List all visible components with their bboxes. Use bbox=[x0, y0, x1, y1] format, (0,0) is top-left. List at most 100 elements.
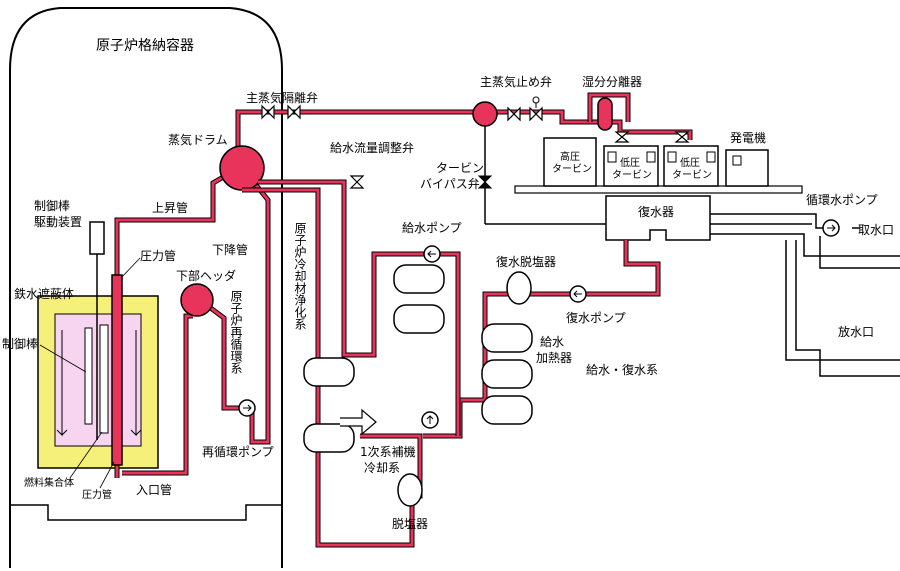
lp-turbine-a-box-2 bbox=[646, 151, 656, 163]
circulating-water-line-2 bbox=[710, 233, 900, 257]
main-steam-stop-valve-2 bbox=[529, 106, 543, 122]
pressure-tube bbox=[111, 274, 123, 466]
feedwater-pump-arrow bbox=[427, 250, 436, 258]
label-containment: 原子炉格納容器 bbox=[96, 37, 194, 54]
label-discharge: 放水口 bbox=[838, 324, 874, 339]
label-generator: 発電機 bbox=[730, 130, 766, 145]
steam-to-moisture-separator-fill bbox=[588, 93, 630, 122]
main-steam-line-fill bbox=[236, 110, 692, 153]
label-iron-water-shield: 鉄水遮蔽体 bbox=[14, 286, 74, 301]
label-lp-turbine-b-1: 低圧 bbox=[680, 156, 700, 169]
intake-channel bbox=[819, 236, 900, 269]
label-condenser: 復水器 bbox=[638, 204, 674, 219]
label-control-rod: 制御棒 bbox=[2, 336, 38, 351]
label-condensate-pump: 復水ポンプ bbox=[566, 310, 626, 325]
lp-turbine-a-box-1 bbox=[607, 151, 617, 163]
feedwater-heaters bbox=[481, 323, 533, 425]
label-primary-aux-cooling-1: 1次系補機 bbox=[360, 444, 416, 459]
label-steam-drum: 蒸気ドラム bbox=[168, 132, 228, 147]
lp-turbine-a-valve bbox=[614, 131, 630, 143]
downcomer-pipe-fill bbox=[207, 179, 270, 444]
label-condensate-demineralizer: 復水脱塩器 bbox=[496, 254, 556, 269]
label-fuel-assembly: 燃料集合体 bbox=[24, 476, 74, 489]
label-riser: 上昇管 bbox=[152, 200, 188, 215]
lower-header bbox=[180, 283, 214, 317]
feedwater-flow-control-valve bbox=[349, 175, 365, 189]
leader-fuel-assembly bbox=[69, 431, 103, 479]
label-feedwater-heater-2: 加熱器 bbox=[536, 351, 572, 365]
moisture-separator bbox=[597, 97, 613, 131]
circulating-water-line-3 bbox=[710, 223, 860, 229]
cleanup-line-fill bbox=[242, 188, 422, 547]
condenser bbox=[605, 195, 711, 241]
label-moisture-separator: 湿分分離器 bbox=[582, 74, 642, 89]
label-hp-turbine-1: 高圧 bbox=[560, 150, 580, 163]
feedwater-heater-3 bbox=[481, 395, 533, 425]
label-turbine-bypass-valve-2: バイパス弁 bbox=[420, 176, 480, 191]
main-steam-stop-drum bbox=[472, 101, 498, 127]
label-lp-turbine-b-2: タービン bbox=[672, 169, 712, 181]
label-feedwater-pump: 給水ポンプ bbox=[402, 221, 462, 235]
label-feedwater-condensate-system: 給水・復水系 bbox=[586, 362, 658, 377]
condensate-demineralizer bbox=[506, 271, 532, 305]
aux-cooling-arrow bbox=[340, 408, 377, 436]
stop-valve-actuator bbox=[532, 96, 540, 104]
lp-turbine-b-valve bbox=[674, 131, 690, 143]
label-lower-header: 下部ヘッダ bbox=[176, 268, 236, 283]
feedwater-pump-2 bbox=[393, 304, 445, 334]
feedwater-line-fill bbox=[258, 180, 460, 436]
label-feedwater-flow-control-valve: 給水流量調整弁 bbox=[330, 140, 414, 155]
core-flow-arrow-right bbox=[130, 330, 142, 437]
leader-control-rod bbox=[39, 344, 87, 373]
label-control-rod-drive-2: 駆動装置 bbox=[34, 215, 82, 229]
leader-pressure-tube-upper bbox=[120, 257, 141, 279]
cleanup-heat-exchanger-1 bbox=[303, 357, 355, 387]
steam-drum bbox=[219, 145, 265, 191]
demineralizer bbox=[397, 473, 423, 507]
containment-base bbox=[10, 504, 282, 521]
turbine-platform bbox=[514, 185, 803, 194]
label-lp-turbine-a-2: タービン bbox=[612, 169, 652, 181]
feedwater-heater-1 bbox=[481, 323, 533, 353]
leader-pressure-tube-lower bbox=[99, 461, 115, 489]
label-primary-aux-cooling-2: 冷却系 bbox=[364, 461, 400, 475]
generator-window bbox=[732, 155, 742, 166]
feedwater-heater-2 bbox=[481, 359, 533, 389]
label-hp-turbine-2: タービン bbox=[552, 163, 592, 175]
label-control-rod-drive-1: 制御棒 bbox=[34, 198, 70, 213]
label-recirculation-system: 原子炉再循環系 bbox=[229, 290, 243, 374]
label-recirculation-pump: 再循環ポンプ bbox=[202, 445, 274, 459]
generator bbox=[725, 149, 769, 187]
turbine-bypass-valve bbox=[477, 175, 493, 189]
lp-turbine-b-box-2 bbox=[706, 151, 716, 163]
label-pressure-tube-upper: 圧力管 bbox=[140, 248, 176, 263]
label-downcomer: 下降管 bbox=[212, 242, 248, 257]
fuel-assembly-element bbox=[99, 324, 109, 434]
main-steam-isolation-valve-1 bbox=[261, 104, 275, 120]
cleanup-pump-arrow bbox=[426, 415, 434, 424]
core-flow-arrow-left bbox=[56, 330, 68, 437]
cleanup-heat-exchanger-2 bbox=[303, 423, 355, 453]
label-main-steam-stop-valve: 主蒸気止め弁 bbox=[480, 74, 552, 89]
containment-vessel bbox=[9, 7, 283, 568]
control-rod-element bbox=[84, 327, 93, 425]
discharge-line-2 bbox=[795, 240, 900, 377]
main-steam-isolation-valve-2 bbox=[287, 104, 301, 120]
feedwater-pump-1 bbox=[393, 264, 445, 294]
label-turbine-bypass-valve-1: タービン bbox=[436, 161, 484, 175]
label-pressure-tube-lower: 圧力管 bbox=[82, 488, 112, 501]
inlet-pipe-fill bbox=[122, 314, 193, 475]
label-feedwater-heater-1: 給水 bbox=[540, 335, 564, 349]
discharge-line-1 bbox=[785, 240, 900, 361]
label-inlet-pipe: 入口管 bbox=[136, 482, 172, 497]
circulating-water-pump-arrow bbox=[827, 224, 836, 232]
control-rod-drive bbox=[89, 221, 105, 255]
label-demineralizer: 脱塩器 bbox=[392, 516, 428, 531]
label-circulating-water-pump: 循環水ポンプ bbox=[806, 193, 878, 207]
recirculation-pump-arrow bbox=[243, 404, 252, 412]
reactor-core bbox=[54, 313, 142, 447]
condensate-pump-arrow bbox=[573, 290, 582, 298]
circulating-water-line-1 bbox=[710, 213, 830, 229]
